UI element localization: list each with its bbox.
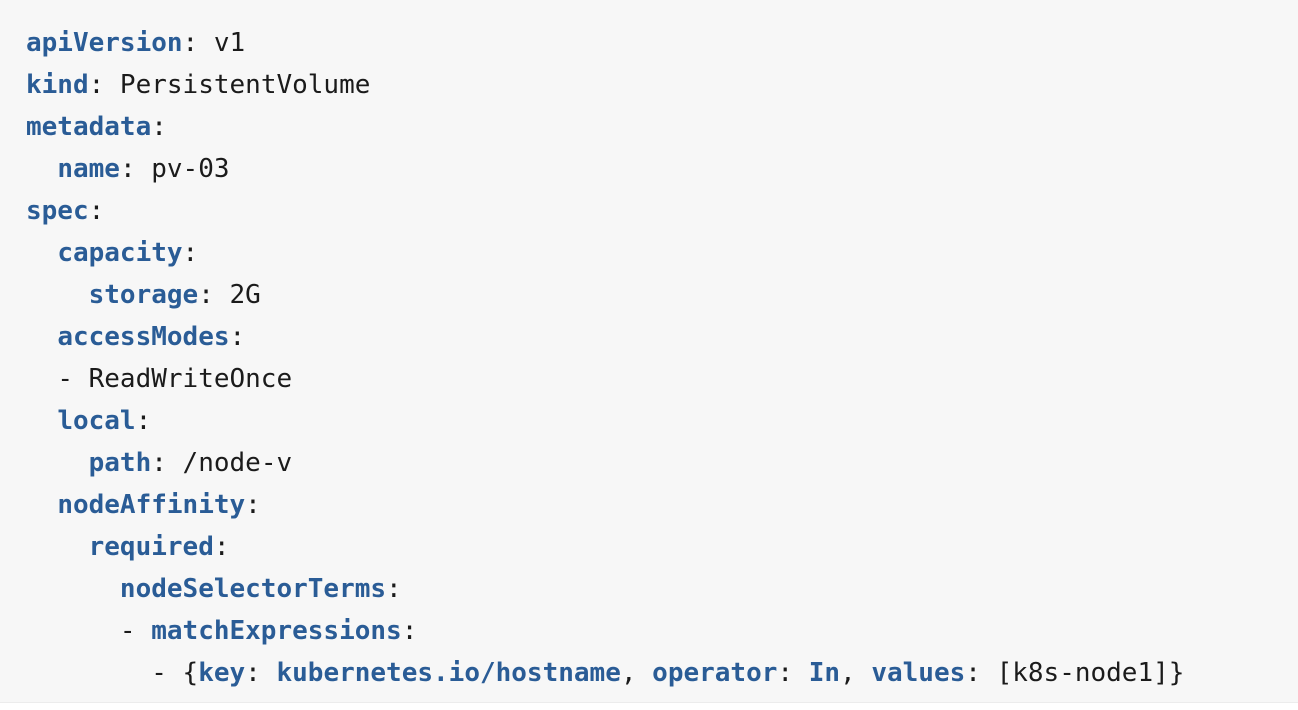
code-line: nodeAffinity: <box>26 484 1298 526</box>
code-token-brace: { <box>182 658 199 688</box>
code-token-punct: : <box>151 112 167 142</box>
code-line: required: <box>26 526 1298 568</box>
code-token-punct: : <box>386 574 402 604</box>
code-indent <box>26 490 57 520</box>
code-token-dash: - <box>119 616 152 646</box>
code-indent <box>26 238 57 268</box>
code-token-key: kubernetes.io/hostname <box>260 658 621 688</box>
code-token-punct: , <box>840 658 856 688</box>
code-indent <box>26 364 57 394</box>
code-token-punct: : <box>777 658 794 688</box>
code-token-dash: - <box>57 364 89 394</box>
code-token-punct: : <box>151 448 167 478</box>
code-line: storage: 2G <box>26 274 1298 316</box>
code-token-key: nodeSelectorTerms <box>119 574 387 604</box>
code-line: kind: PersistentVolume <box>26 64 1298 106</box>
code-token-val: v1 <box>198 28 246 58</box>
code-token-key: required <box>88 532 214 562</box>
code-token-punct: , <box>620 658 637 688</box>
code-line: path: /node-v <box>26 442 1298 484</box>
code-token-val: 2G <box>213 280 261 310</box>
code-token-key: matchExpressions <box>151 616 402 646</box>
code-token-key: accessModes <box>57 322 230 352</box>
code-indent <box>26 616 120 646</box>
code-token-punct: : <box>965 658 981 688</box>
code-token-val: ReadWriteOnce <box>88 364 293 394</box>
code-token-key: name <box>57 154 120 184</box>
code-line: capacity: <box>26 232 1298 274</box>
code-token-punct: : <box>88 70 105 100</box>
code-token-val: pv-03 <box>135 154 230 184</box>
code-line: metadata: <box>26 106 1298 148</box>
code-indent <box>26 448 89 478</box>
code-token-brace: [k8s-node1]} <box>980 658 1185 688</box>
code-token-punct: : <box>229 322 246 352</box>
code-line: nodeSelectorTerms: <box>26 568 1298 610</box>
code-token-punct: : <box>245 658 261 688</box>
code-token-punct: : <box>119 154 136 184</box>
code-token-key: operator <box>636 658 778 688</box>
code-token-punct: : <box>213 532 230 562</box>
code-line: - matchExpressions: <box>26 610 1298 652</box>
code-indent <box>26 322 57 352</box>
code-indent <box>26 658 151 688</box>
code-token-punct: : <box>198 280 214 310</box>
code-token-punct: : <box>182 238 199 268</box>
code-token-punct: : <box>182 28 199 58</box>
code-indent <box>26 532 89 562</box>
code-token-key: In <box>793 658 841 688</box>
code-token-punct: : <box>245 490 261 520</box>
code-token-key: local <box>57 406 136 436</box>
code-token-key: capacity <box>57 238 183 268</box>
code-line: accessModes: <box>26 316 1298 358</box>
code-line: local: <box>26 400 1298 442</box>
code-token-val: PersistentVolume <box>104 70 371 100</box>
code-token-key: key <box>198 658 246 688</box>
code-token-key: spec <box>26 196 89 226</box>
code-indent <box>26 574 120 604</box>
code-indent <box>26 154 57 184</box>
code-token-dash: - <box>151 658 183 688</box>
code-line: spec: <box>26 190 1298 232</box>
code-token-key: path <box>88 448 152 478</box>
code-token-punct: : <box>401 616 418 646</box>
code-token-val: /node-v <box>166 448 293 478</box>
code-line: - ReadWriteOnce <box>26 358 1298 400</box>
code-token-key: metadata <box>26 112 152 142</box>
code-indent <box>26 280 89 310</box>
code-token-punct: : <box>88 196 105 226</box>
code-token-punct: : <box>135 406 152 436</box>
code-token-key: kind <box>26 70 89 100</box>
code-token-key: nodeAffinity <box>57 490 246 520</box>
code-line: name: pv-03 <box>26 148 1298 190</box>
code-line: apiVersion: v1 <box>26 22 1298 64</box>
code-indent <box>26 406 57 436</box>
code-token-key: values <box>855 658 966 688</box>
code-line: - {key: kubernetes.io/hostname, operator… <box>26 652 1298 694</box>
code-token-key: apiVersion <box>26 28 183 58</box>
code-token-key: storage <box>88 280 199 310</box>
